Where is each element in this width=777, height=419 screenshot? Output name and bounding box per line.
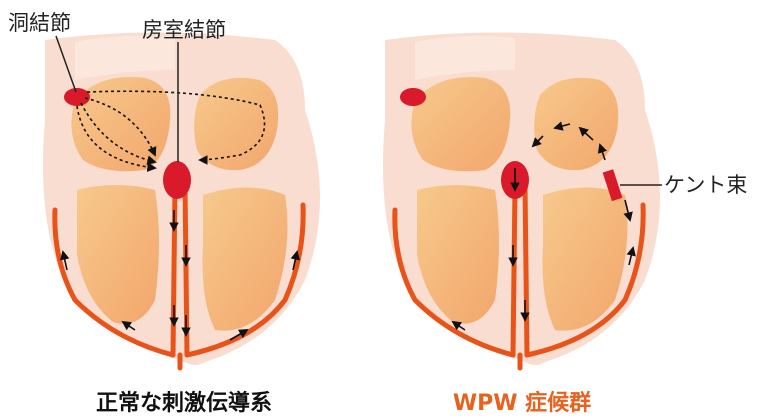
caption-normal: 正常な刺激伝導系 [96,390,272,416]
sa-node-label: 洞結節 [8,11,71,35]
sa-node-normal [64,88,90,106]
sa-node-wpw [400,88,426,106]
av-node-label: 房室結節 [142,18,226,42]
av-node-normal [163,161,191,199]
kent-bundle-label: ケント束 [664,173,747,197]
caption-wpw: WPW 症候群 [453,390,591,416]
normal-heart [43,33,320,369]
wpw-heart [383,33,660,369]
